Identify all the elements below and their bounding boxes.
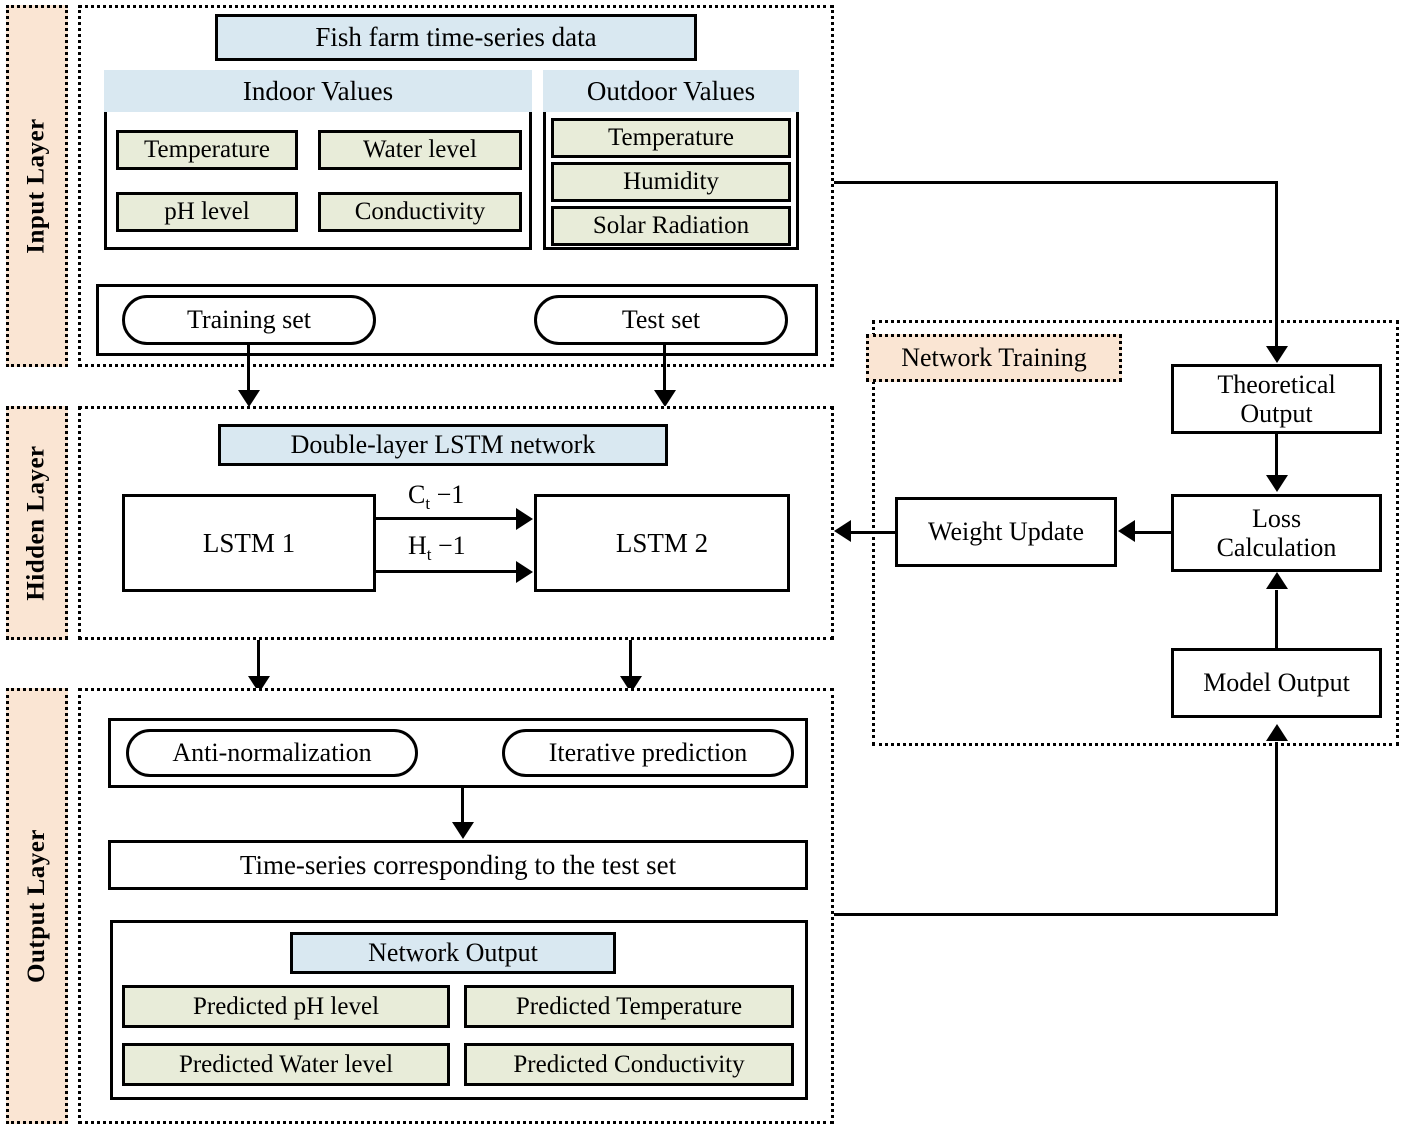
layer-band-hidden: Hidden Layer: [6, 406, 68, 640]
arrow-test-to-hidden-head: [654, 390, 676, 407]
arrow-hidden-to-output-right-line: [629, 640, 632, 680]
arrow-loss-to-weight-line: [1134, 531, 1174, 534]
predicted-ph-level: Predicted pH level: [122, 985, 450, 1028]
indoor-item-conductivity: Conductivity: [318, 192, 522, 232]
outdoor-item-humidity: Humidity: [551, 162, 791, 202]
theoretical-output-line-1: Theoretical: [1217, 369, 1336, 399]
indoor-item-water-level: Water level: [318, 130, 522, 170]
signal-ht-symbol: H: [408, 531, 427, 560]
layer-band-input-label: Input Layer: [23, 118, 51, 254]
arrow-test-to-hidden-line: [663, 345, 666, 392]
arrow-hidden-to-output-left-line: [257, 640, 260, 680]
signal-ct-symbol: C: [408, 480, 426, 509]
arrow-ht-head: [516, 561, 533, 583]
loss-calculation-line-1: Loss: [1251, 503, 1302, 533]
loss-calculation-box: Loss Calculation: [1171, 494, 1382, 572]
loss-calculation-line-2: Calculation: [1216, 533, 1337, 562]
arrow-weight-to-lstm2-head: [834, 520, 851, 542]
outdoor-values-header: Outdoor Values: [543, 70, 799, 112]
signal-ht-sub: t: [426, 545, 432, 565]
path-input-to-theoretical-vertical: [1275, 181, 1278, 348]
arrow-steps-to-timeseries-head: [452, 822, 474, 839]
predicted-water-level: Predicted Water level: [122, 1043, 450, 1086]
signal-label-ht: Ht −1: [408, 531, 466, 565]
arrow-weight-to-lstm2-line: [851, 531, 897, 534]
path-output-to-model-head: [1266, 724, 1288, 741]
training-set-pill[interactable]: Training set: [122, 295, 376, 345]
input-title-box: Fish farm time-series data: [215, 14, 697, 61]
arrow-model-to-loss-line: [1275, 590, 1278, 648]
arrow-ct-head: [516, 508, 533, 530]
path-output-to-model-horizontal: [834, 913, 1278, 916]
arrow-model-to-loss-head: [1266, 572, 1288, 589]
layer-band-input: Input Layer: [6, 5, 68, 367]
arrow-ct-line: [376, 517, 518, 520]
predicted-temperature: Predicted Temperature: [464, 985, 794, 1028]
layer-band-hidden-label: Hidden Layer: [23, 445, 51, 601]
signal-ct-sub: t: [425, 494, 431, 514]
timeseries-box: Time-series corresponding to the test se…: [108, 840, 808, 890]
layer-band-output: Output Layer: [6, 688, 68, 1124]
theoretical-output-line-2: Output: [1240, 399, 1313, 428]
arrow-theoretical-to-loss-line: [1275, 434, 1278, 477]
signal-ht-suffix: −1: [431, 531, 466, 560]
path-input-to-theoretical-horizontal: [834, 181, 1278, 184]
theoretical-output-box: Theoretical Output: [1171, 364, 1382, 434]
lstm-1-box: LSTM 1: [122, 494, 376, 592]
path-input-to-theoretical-head: [1266, 346, 1288, 363]
arrow-theoretical-to-loss-head: [1266, 475, 1288, 492]
hidden-title-box: Double-layer LSTM network: [218, 424, 668, 466]
test-set-pill[interactable]: Test set: [534, 295, 788, 345]
anti-normalization-pill[interactable]: Anti-normalization: [126, 729, 418, 777]
path-output-to-model-vertical: [1275, 742, 1278, 916]
outdoor-item-temperature: Temperature: [551, 118, 791, 158]
network-training-tag: Network Training: [866, 334, 1122, 382]
arrow-training-to-hidden-head: [238, 390, 260, 407]
layer-band-output-label: Output Layer: [23, 829, 50, 983]
arrow-ht-line: [376, 570, 518, 573]
arrow-loss-to-weight-head: [1118, 520, 1135, 542]
signal-label-ct: Ct −1: [408, 480, 464, 514]
predicted-conductivity: Predicted Conductivity: [464, 1043, 794, 1086]
indoor-item-temperature: Temperature: [116, 130, 298, 170]
arrow-steps-to-timeseries-line: [461, 788, 464, 825]
iterative-prediction-pill[interactable]: Iterative prediction: [502, 729, 794, 777]
arrow-training-to-hidden-line: [247, 345, 250, 392]
network-output-header: Network Output: [290, 932, 616, 974]
indoor-values-header: Indoor Values: [104, 70, 532, 112]
signal-ct-suffix: −1: [430, 480, 465, 509]
lstm-2-box: LSTM 2: [534, 494, 790, 592]
indoor-item-ph-level: pH level: [116, 192, 298, 232]
outdoor-item-solar-radiation: Solar Radiation: [551, 206, 791, 246]
weight-update-box: Weight Update: [895, 497, 1117, 567]
model-output-box: Model Output: [1171, 648, 1382, 718]
